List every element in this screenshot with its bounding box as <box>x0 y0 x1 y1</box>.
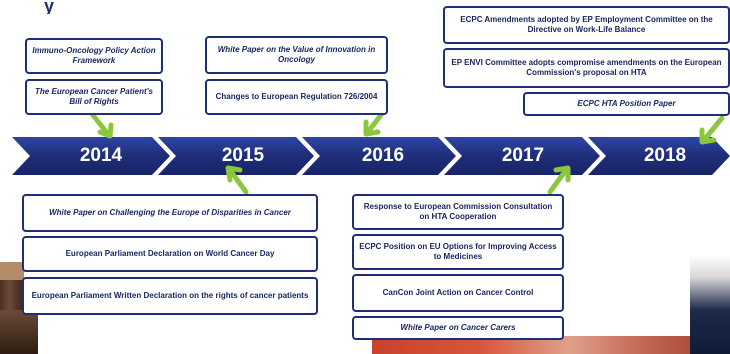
box-2015-1-text: White Paper on Challenging the Europe of… <box>49 208 291 217</box>
box-2014-1: Immuno-Oncology Policy Action Framework <box>25 38 163 74</box>
year-2017: 2017 <box>501 145 545 166</box>
box-2015-3: European Parliament Written Declaration … <box>22 277 318 315</box>
chevron-2016 <box>302 137 456 175</box>
box-2015-1: White Paper on Challenging the Europe of… <box>22 194 318 232</box>
year-2018: 2018 <box>643 145 687 166</box>
background-photo-right-edge <box>690 244 730 354</box>
arrow-2014 <box>89 111 111 137</box>
box-2015-3-text: European Parliament Written Declaration … <box>31 291 309 300</box>
year-2016: 2016 <box>361 145 405 166</box>
box-2018-3: ECPC HTA Position Paper <box>523 92 730 116</box>
box-2016-2: Changes to European Regulation 726/2004 <box>205 79 388 115</box>
box-2014-2-text: The European Cancer Patient's Bill of Ri… <box>35 87 153 106</box>
chevron-2014 <box>12 137 170 175</box>
box-2018-1-text: ECPC Amendments adopted by EP Employment… <box>460 15 713 34</box>
box-2017-4-text: White Paper on Cancer Carers <box>400 323 516 332</box>
chevron-2018 <box>588 137 730 175</box>
arrow-2018 <box>701 115 725 143</box>
year-2014: 2014 <box>79 145 123 166</box>
chevron-2017 <box>444 137 600 175</box>
box-2016-1-text: White Paper on the Value of Innovation i… <box>217 45 376 64</box>
box-2014-2: The European Cancer Patient's Bill of Ri… <box>25 79 163 115</box>
box-2017-3: CanCon Joint Action on Cancer Control <box>352 274 564 312</box>
box-2015-2-text: European Parliament Declaration on World… <box>65 249 275 258</box>
box-2018-2: EP ENVI Committee adopts compromise amen… <box>443 48 730 88</box>
box-2018-3-text: ECPC HTA Position Paper <box>577 99 676 108</box>
background-photo-right <box>372 336 730 354</box>
logo-fragment: y <box>44 0 55 14</box>
box-2015-2: European Parliament Declaration on World… <box>22 236 318 272</box>
arrow-2015 <box>227 167 249 195</box>
arrow-2017 <box>547 167 569 195</box>
box-2016-2-text: Changes to European Regulation 726/2004 <box>215 92 378 101</box>
box-2018-1: ECPC Amendments adopted by EP Employment… <box>443 6 730 44</box>
box-2017-1-text: Response to European Commission Consulta… <box>363 202 553 221</box>
box-2017-4: White Paper on Cancer Carers <box>352 316 564 340</box>
box-2017-2-text: ECPC Position on EU Options for Improvin… <box>359 242 557 261</box>
box-2017-3-text: CanCon Joint Action on Cancer Control <box>382 288 534 297</box>
box-2017-1: Response to European Commission Consulta… <box>352 194 564 230</box>
year-2015: 2015 <box>221 145 265 166</box>
box-2014-1-text: Immuno-Oncology Policy Action Framework <box>32 46 156 65</box>
chevron-2015 <box>158 137 314 175</box>
box-2017-2: ECPC Position on EU Options for Improvin… <box>352 234 564 270</box>
box-2016-1: White Paper on the Value of Innovation i… <box>205 36 388 74</box>
background-photo-left-edge <box>0 262 24 280</box>
background-photo-left-lower <box>0 310 38 354</box>
box-2018-2-text: EP ENVI Committee adopts compromise amen… <box>451 58 722 77</box>
